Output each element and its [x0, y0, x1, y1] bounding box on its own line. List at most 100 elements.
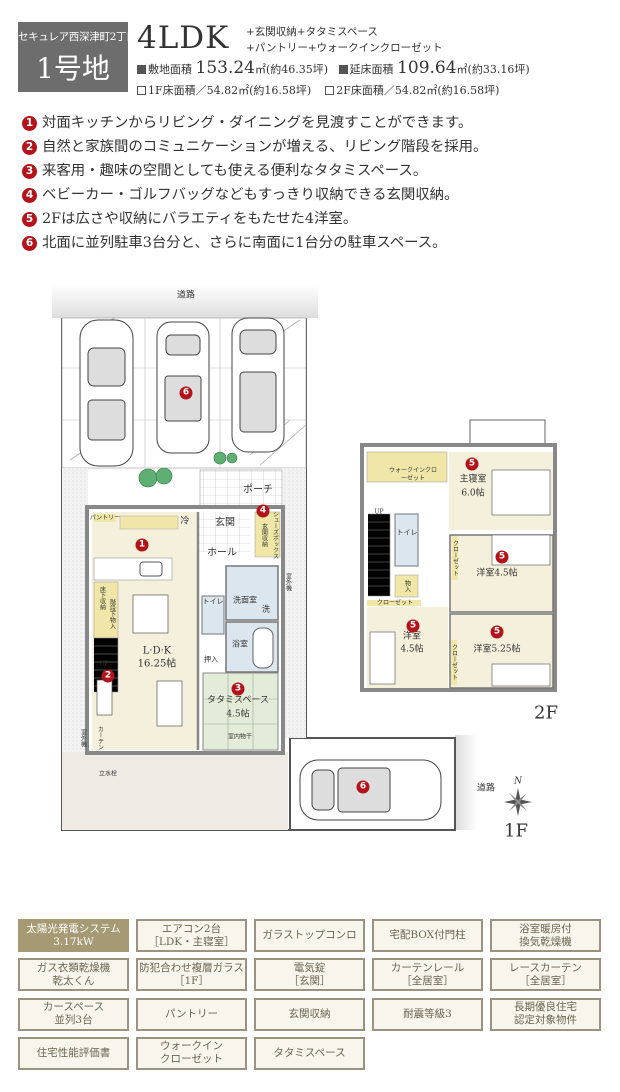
- feature-text: 太陽光発電システム 3.17kW: [26, 922, 121, 948]
- storage-2f-label: 物入: [403, 580, 411, 592]
- number-badge: 4: [22, 188, 37, 203]
- marker-badge: 5: [465, 457, 479, 471]
- point-item: 5 2Fは広さや収納にバラエティをもたせた4洋室。: [22, 207, 487, 231]
- compass-icon: [504, 788, 532, 816]
- feature-tile: レースカーテン ［全居室］: [490, 958, 601, 992]
- up-label: UP: [99, 660, 109, 668]
- feature-text: 防犯合わせ複層ガラス ［1F］: [139, 961, 244, 987]
- feature-text: 玄関収納: [288, 1007, 331, 1020]
- area-line-2: 1F床面積／54.82㎡(約16.58坪) 2F床面積／54.82㎡(約16.5…: [137, 82, 499, 98]
- indoor-drying-label: 室内物干: [227, 733, 253, 741]
- marker-badge: 5: [495, 550, 509, 564]
- bath-label: 浴室: [232, 639, 248, 649]
- site-area-unit: ㎡(約46.35坪): [254, 63, 329, 76]
- floor2-area: 2F床面積／54.82㎡(約16.58坪): [336, 84, 500, 97]
- faucet-label: 立水栓: [98, 770, 118, 778]
- point-item: 6 北面に並列駐車3台分と、さらに南面に1台分の駐車スペース。: [22, 231, 487, 255]
- point-text: 対面キッチンからリビング・ダイニングを見渡すことができます。: [42, 115, 473, 131]
- feature-text: ガラストップコンロ: [262, 929, 357, 941]
- layout-extra: +パントリー+ウォークインクローゼット: [246, 42, 443, 54]
- feature-tile: カースペース 並列3台: [18, 997, 129, 1031]
- fridge-label: 冷: [180, 516, 190, 527]
- toilet-label: トイレ: [202, 597, 224, 606]
- marker-badge: 4: [256, 504, 270, 518]
- floor-area-value: 109.64: [397, 58, 457, 78]
- marker-badge: 6: [179, 386, 193, 400]
- under-stairs-storage-label: 階段下物入: [108, 599, 116, 629]
- lot-title-box: セキュレア西深津町2丁目 1号地: [18, 22, 137, 92]
- feature-tile: 耐震等級3: [372, 997, 483, 1031]
- feature-tile: 太陽光発電システム 3.17kW: [18, 919, 129, 952]
- floor-area-unit: ㎡(約33.16坪): [456, 63, 530, 76]
- room-east-label: 洋室4.5帖: [476, 568, 518, 579]
- point-text: 来客用・趣味の空間としても使える便利なタタミスペース。: [42, 163, 428, 179]
- feature-text: 浴室暖房付 換気乾燥機: [519, 922, 572, 948]
- empty-square-icon: [325, 86, 335, 95]
- feature-text: パントリー: [164, 1007, 219, 1020]
- feature-tile: 電気錠 ［玄関］: [254, 958, 365, 992]
- point-text: 北面に並列駐車3台分と、さらに南面に1台分の駐車スペース。: [42, 235, 447, 251]
- underfloor-storage-label: 床下収納: [98, 586, 106, 610]
- room-south-label: 洋室5.25帖: [473, 644, 521, 655]
- site-area-value: 153.24: [195, 58, 255, 78]
- development-name: セキュレア西深津町2丁目: [18, 31, 137, 43]
- master-bedroom-name: 主寝室: [459, 474, 487, 485]
- tatami-name: タタミスペース: [207, 695, 269, 706]
- first-floor-plan: [85, 505, 285, 755]
- number-badge: 3: [22, 164, 37, 179]
- empty-square-icon: [137, 86, 146, 95]
- east-road-label: 道路: [476, 783, 496, 794]
- up-2f-label: UP: [374, 508, 384, 516]
- toilet-2f-label: トイレ: [396, 528, 418, 537]
- filled-square-icon: [137, 65, 146, 74]
- layout-type: 4LDK: [137, 20, 230, 56]
- number-badge: 6: [22, 236, 37, 251]
- marker-badge: 5: [406, 619, 420, 633]
- feature-text: カースペース 並列3台: [42, 1001, 105, 1027]
- area-line-1: 敷地面積 153.24㎡(約46.35坪) 延床面積 109.64㎡(約33.1…: [137, 58, 530, 78]
- number-badge: 1: [22, 116, 37, 131]
- tree-icons: [138, 451, 238, 488]
- outdoor-unit-label: 室外機: [284, 573, 292, 591]
- feature-text: ウォークイン クローゼット: [160, 1040, 223, 1066]
- second-floor-plan: [360, 419, 557, 692]
- floor-label-2f: 2F: [534, 702, 558, 724]
- marker-badge: 6: [356, 780, 370, 794]
- north-road-label: 道路: [176, 290, 196, 301]
- porch-label: ポーチ: [243, 484, 273, 496]
- room-west-size: 4.5帖: [400, 644, 424, 655]
- point-text: 2Fは広さや収納にバラエティをもたせた4洋室。: [42, 211, 358, 227]
- feature-tile: 玄関収納: [254, 997, 365, 1031]
- car-icons: [79, 317, 442, 821]
- genkan-storage-label: 玄関収納: [260, 523, 268, 547]
- number-badge: 5: [22, 212, 37, 227]
- feature-tile: 長期優良住宅 認定対象物件: [490, 997, 601, 1031]
- marker-badge: 1: [135, 538, 149, 552]
- pantry-label: パントリー: [89, 514, 121, 522]
- hall-label: ホール: [207, 547, 237, 559]
- feature-text: カーテンレール ［全居室］: [390, 961, 465, 987]
- closet-label: クローゼット: [376, 599, 414, 607]
- feature-tile: 浴室暖房付 換気乾燥機: [490, 919, 601, 952]
- closet-label: クローゼット: [451, 540, 459, 576]
- floor1-area: 1F床面積／54.82㎡(約16.58坪): [148, 84, 312, 97]
- ldk-size: 16.25帖: [137, 658, 177, 670]
- marker-badge: 2: [101, 669, 115, 683]
- site-area-label: 敷地面積: [148, 63, 192, 76]
- feature-text: 住宅性能評価書: [36, 1046, 111, 1059]
- feature-tile: エアコン2台 ［LDK・主寝室］: [136, 919, 247, 952]
- feature-tile: 宅配BOX付門柱: [372, 919, 483, 952]
- feature-tile: パントリー: [136, 997, 247, 1031]
- marker-badge: 5: [490, 625, 504, 639]
- feature-text: 長期優良住宅 認定対象物件: [514, 1001, 577, 1027]
- floor-area-label: 延床面積: [349, 63, 394, 76]
- tatami-size: 4.5帖: [226, 709, 250, 720]
- closet-label: クローゼット: [450, 644, 458, 680]
- feature-tile: タタミスペース: [254, 1036, 365, 1070]
- feature-text: 電気錠 ［玄関］: [288, 961, 331, 987]
- east-road: [455, 735, 477, 830]
- washer-label: 洗: [262, 604, 270, 614]
- number-badge: 2: [22, 140, 37, 155]
